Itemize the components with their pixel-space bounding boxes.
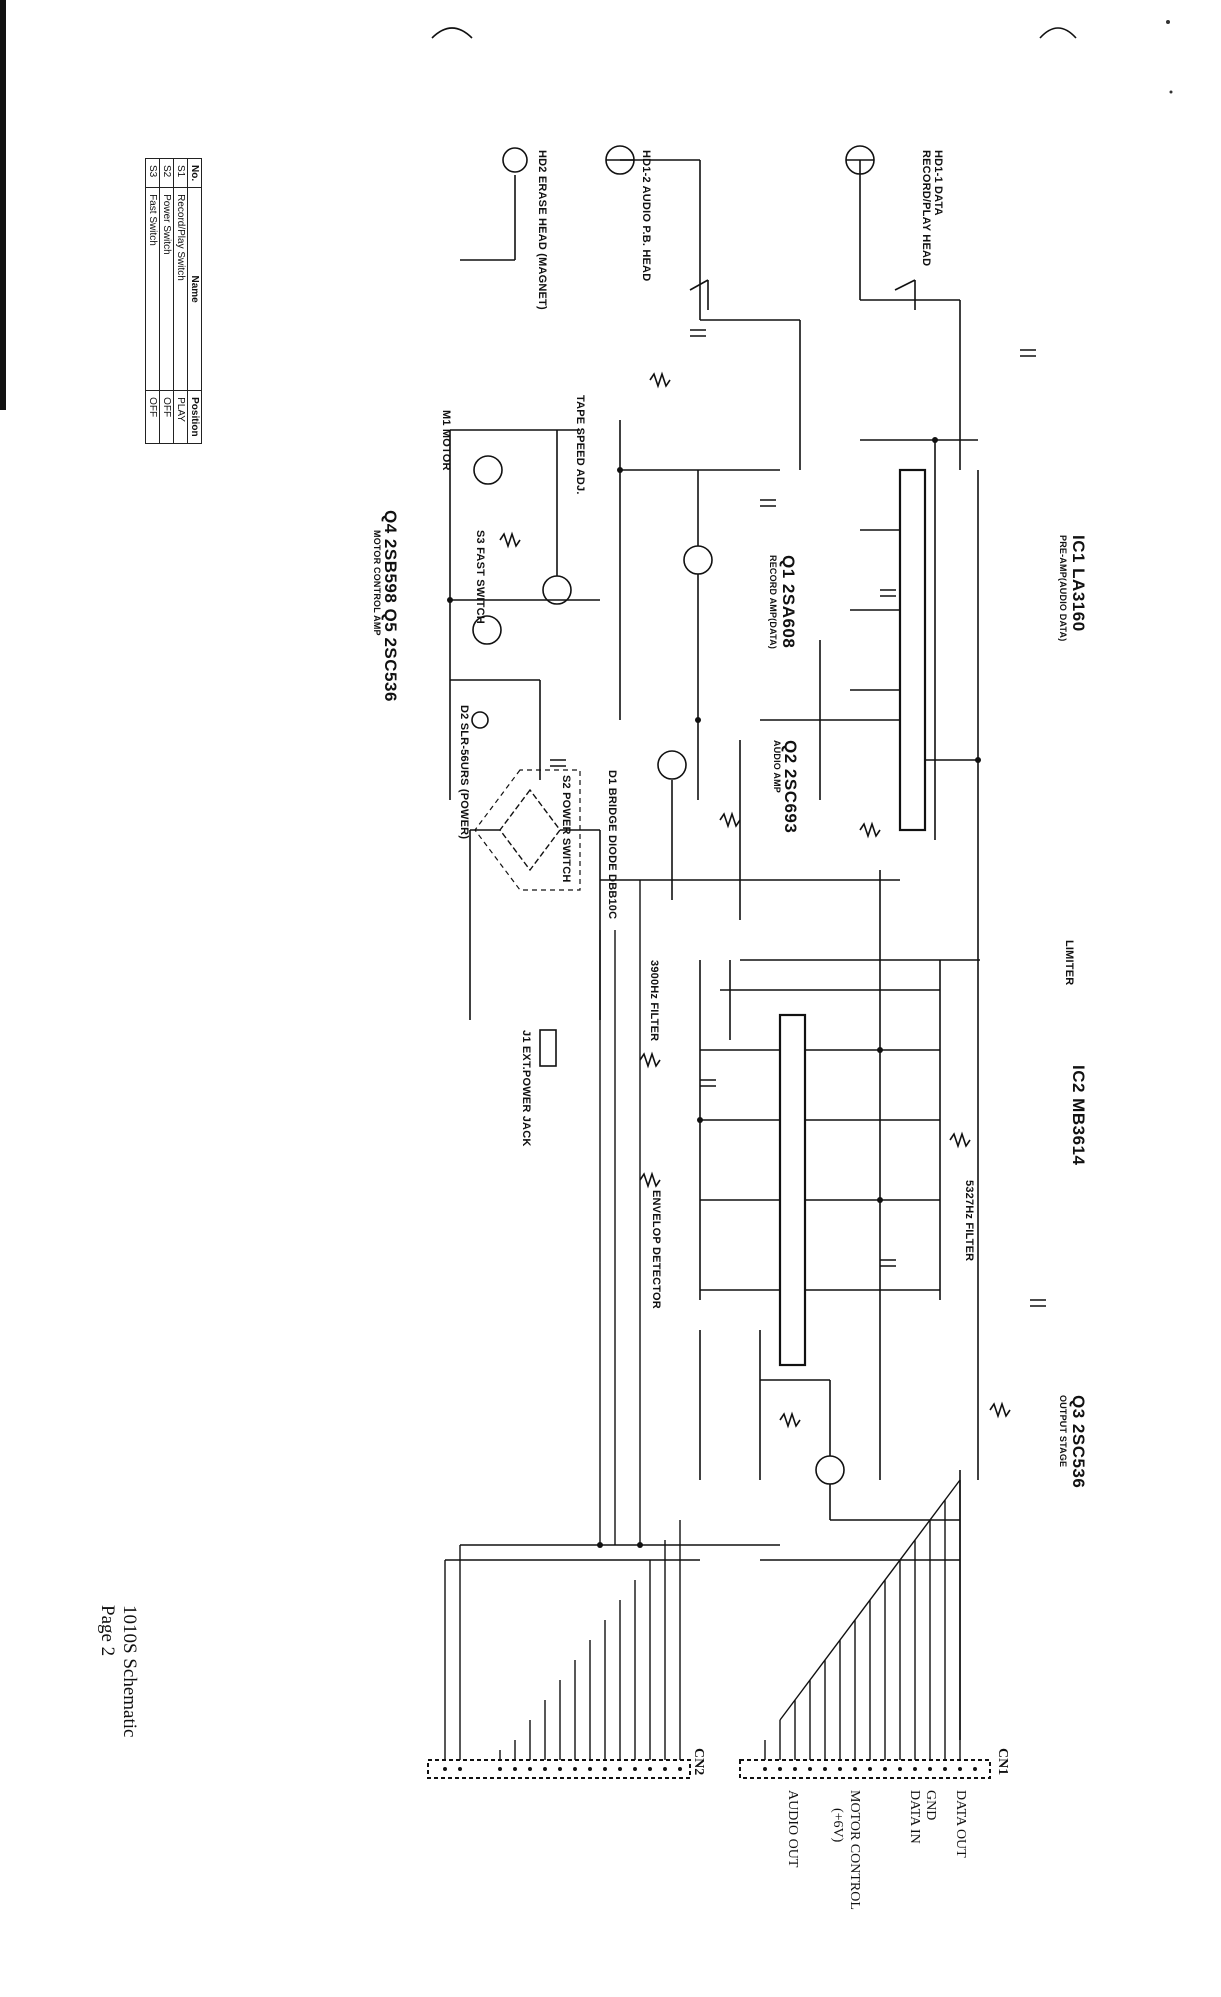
led-label: D2 SLR-56URS (POWER) bbox=[458, 705, 470, 840]
filter-3900-label: 3900Hz FILTER bbox=[648, 960, 660, 1042]
head-hd1-label: HD1-1 DATA RECORD/PLAY HEAD bbox=[920, 150, 944, 267]
envelope-detector-label: ENVELOP DETECTOR bbox=[650, 1190, 662, 1309]
table-row: S1 Record/Play Switch PLAY bbox=[173, 158, 188, 444]
table-row: S3 Fast Switch OFF bbox=[145, 158, 160, 444]
head-hd3-label: HD2 ERASE HEAD (MAGNET) bbox=[536, 150, 548, 310]
table-cell: Power Switch bbox=[159, 187, 174, 391]
table-cell: OFF bbox=[159, 390, 174, 444]
q2-title: Q2 2SC693 bbox=[781, 740, 800, 834]
ext-power-jack-label: J1 EXT.POWER JACK bbox=[520, 1030, 532, 1147]
table-header-name: Name bbox=[187, 187, 202, 391]
cn1-pin-motor-6v: (+6V) bbox=[830, 1808, 845, 1843]
filter-5327-label: 5327Hz FILTER bbox=[963, 1180, 975, 1262]
fast-switch-label: S3 FAST SWITCH bbox=[474, 530, 486, 624]
cn1-label: CN1 bbox=[995, 1748, 1010, 1776]
q4-q5-title: Q4 2SB598 Q5 2SC536 bbox=[381, 510, 400, 702]
table-header-no: No. bbox=[187, 158, 202, 188]
power-switch-label: S2 POWER SWITCH bbox=[560, 775, 572, 883]
ic1-subtitle: PRE-AMP(AUDIO DATA) bbox=[1058, 535, 1068, 642]
cn1-pin-motor-control: MOTOR CONTROL bbox=[847, 1790, 862, 1910]
q3-title: Q3 2SC536 bbox=[1069, 1395, 1088, 1489]
cn1-pin-data-out: DATA OUT bbox=[953, 1790, 968, 1858]
ic1-title: IC1 LA3160 bbox=[1069, 535, 1088, 632]
q1-title: Q1 2SA608 bbox=[779, 555, 798, 649]
tape-speed-label: TAPE SPEED ADJ. bbox=[574, 395, 586, 495]
q3-subtitle: OUTPUT STAGE bbox=[1058, 1395, 1068, 1468]
table-cell: Record/Play Switch bbox=[173, 187, 188, 391]
table-row: No. Name Position bbox=[187, 158, 202, 444]
switch-table-container: No. Name Position S1 Record/Play Switch … bbox=[145, 158, 202, 444]
cn2-label: CN2 bbox=[691, 1748, 706, 1776]
table-cell: Fast Switch bbox=[145, 187, 160, 391]
q2-subtitle: AUDIO AMP bbox=[772, 740, 782, 793]
table-cell: S2 bbox=[159, 158, 174, 188]
table-header-position: Position bbox=[187, 390, 202, 444]
table-cell: PLAY bbox=[173, 390, 188, 444]
switch-table: No. Name Position S1 Record/Play Switch … bbox=[145, 158, 202, 444]
ic2-title: IC2 MB3614 bbox=[1069, 1065, 1088, 1166]
table-cell: S3 bbox=[145, 158, 160, 188]
bridge-diode-label: D1 BRIDGE DIODE DBB10C bbox=[606, 770, 618, 920]
head-hd2-label: HD1-2 AUDIO P.B. HEAD bbox=[640, 150, 652, 282]
cn1-pin-gnd: GND bbox=[923, 1790, 938, 1821]
scan-edge-shadow bbox=[0, 0, 6, 410]
table-row: S2 Power Switch OFF bbox=[159, 158, 174, 444]
cn1-pin-audio-out: AUDIO OUT bbox=[785, 1790, 800, 1868]
q1-subtitle: RECORD AMP(DATA) bbox=[768, 555, 778, 650]
page-title-line1: 1010S Schematic bbox=[119, 1605, 140, 1738]
limiter-label: LIMITER bbox=[1063, 940, 1075, 986]
q4-q5-subtitle: MOTOR CONTROL AMP bbox=[372, 530, 382, 636]
table-cell: S1 bbox=[173, 158, 188, 188]
table-cell: OFF bbox=[145, 390, 160, 444]
motor-label: M1 MOTOR bbox=[440, 410, 452, 471]
page-title-line2: Page 2 bbox=[97, 1605, 118, 1657]
cn1-pin-data-in: DATA IN bbox=[907, 1790, 922, 1844]
